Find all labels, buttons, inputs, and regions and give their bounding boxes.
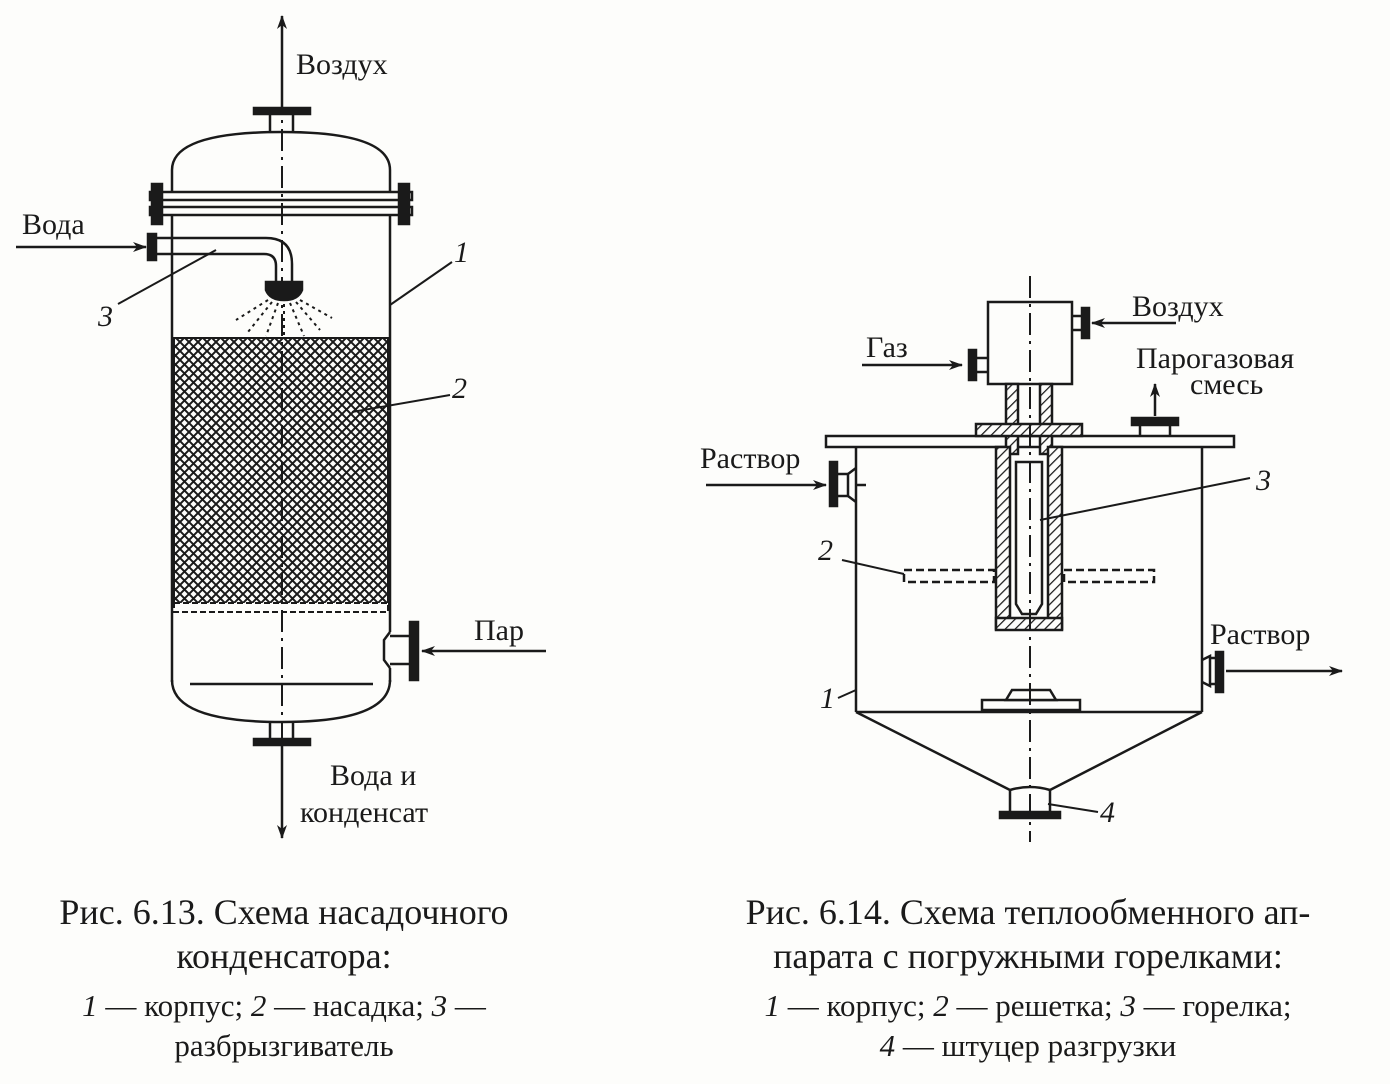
caption-legend-fig2: 1 — корпус; 2 — решетка; 3 — горелка; 4 …	[690, 986, 1366, 1066]
solution-inlet-nozzle	[828, 460, 866, 508]
label-solution-out: Раствор	[1210, 618, 1310, 651]
caption-title-line-2-fig2: парата с погружными горелками:	[773, 936, 1283, 976]
label-number-4-fig2: 4	[1100, 796, 1115, 829]
legend-text-3: —	[447, 988, 486, 1023]
label-water-out-1: Вода и	[330, 759, 416, 792]
legend2-text-3: — горелка;	[1135, 988, 1292, 1023]
burner-wall-upper-right	[1038, 382, 1054, 456]
flow-arrows-fig2	[706, 318, 1343, 676]
label-number-3-fig2: 3	[1255, 464, 1271, 497]
legend2-num-3: 3	[1120, 988, 1136, 1023]
legend-text-2: — насадка;	[266, 988, 432, 1023]
leader-2-fig2	[841, 559, 905, 575]
leader-2	[351, 394, 451, 413]
caption-title-line-1: Рис. 6.13. Схема насадочного	[59, 892, 509, 932]
label-mixture-2: смесь	[1190, 368, 1263, 401]
label-air-out: Воздух	[296, 48, 388, 81]
sprayer-head	[264, 280, 304, 302]
label-water-in: Вода	[22, 208, 85, 241]
legend-num-3: 3	[431, 988, 448, 1023]
leader-3-fig2	[1039, 477, 1251, 521]
flow-arrows-fig1	[16, 15, 546, 839]
steam-nozzle	[382, 620, 420, 682]
legend-text-1: — корпус;	[97, 988, 251, 1023]
legend-num-1: 1	[82, 988, 98, 1023]
immersion-burner-apparatus	[824, 276, 1251, 842]
caption-title-line-2: конденсатора:	[176, 936, 392, 976]
leader-1	[389, 261, 453, 306]
legend2-num-2: 2	[933, 988, 949, 1023]
label-water-out-2: конденсат	[300, 796, 428, 829]
label-gas-in: Газ	[866, 331, 908, 364]
label-number-1-fig2: 1	[820, 682, 835, 715]
label-air-in: Воздух	[1132, 290, 1224, 323]
mixture-outlet-nozzle	[1130, 416, 1180, 436]
grid-left	[902, 568, 996, 584]
leader-1-fig2	[837, 689, 857, 699]
burner-wall-left	[994, 445, 1012, 631]
cone	[855, 710, 1203, 792]
leader-4-fig2	[1047, 803, 1099, 813]
solution-outlet-nozzle	[1201, 650, 1225, 694]
caption-title-line-1-fig2: Рис. 6.14. Схема теплообменного ап-	[745, 892, 1311, 932]
burner-wall-right	[1046, 445, 1064, 631]
label-number-2: 2	[452, 372, 467, 405]
legend2-num-1: 1	[764, 988, 781, 1023]
caption-fig-6-13: Рис. 6.13. Схема насадочного конденсатор…	[0, 890, 568, 1066]
gas-nozzle	[967, 348, 988, 382]
grid-right	[1062, 568, 1156, 584]
legend-num-2: 2	[250, 988, 267, 1023]
diagrams-canvas: Воздух Вода Пар Вода и конденсат 1 2 3	[16, 15, 1343, 842]
packed-condenser	[117, 18, 453, 838]
caption-legend: 1 — корпус; 2 — насадка; 3 — разбрызгива…	[0, 986, 568, 1066]
label-solution-in: Раствор	[700, 442, 800, 475]
label-number-1: 1	[454, 236, 469, 269]
legend2-text-4: — штуцер разгрузки	[895, 1028, 1177, 1063]
burner-inner	[1014, 460, 1044, 616]
legend2-text-2: — решетка;	[948, 988, 1121, 1023]
legend-line-2: разбрызгиватель	[174, 1028, 394, 1063]
air-nozzle	[1072, 306, 1091, 340]
burner-wall-upper-left	[1004, 382, 1020, 456]
caption-fig-6-14: Рис. 6.14. Схема теплообменного ап- пара…	[690, 890, 1366, 1066]
legend2-text-1: — корпус;	[780, 988, 934, 1023]
leader-3	[117, 249, 217, 305]
label-number-3: 3	[97, 300, 113, 333]
label-mixture-1: Парогазовая	[1136, 342, 1294, 375]
spray-jets	[235, 299, 333, 337]
label-steam-in: Пар	[474, 614, 524, 647]
label-number-2-fig2: 2	[818, 534, 833, 567]
spray-pipe	[146, 232, 304, 302]
legend2-num-4: 4	[879, 1028, 896, 1063]
